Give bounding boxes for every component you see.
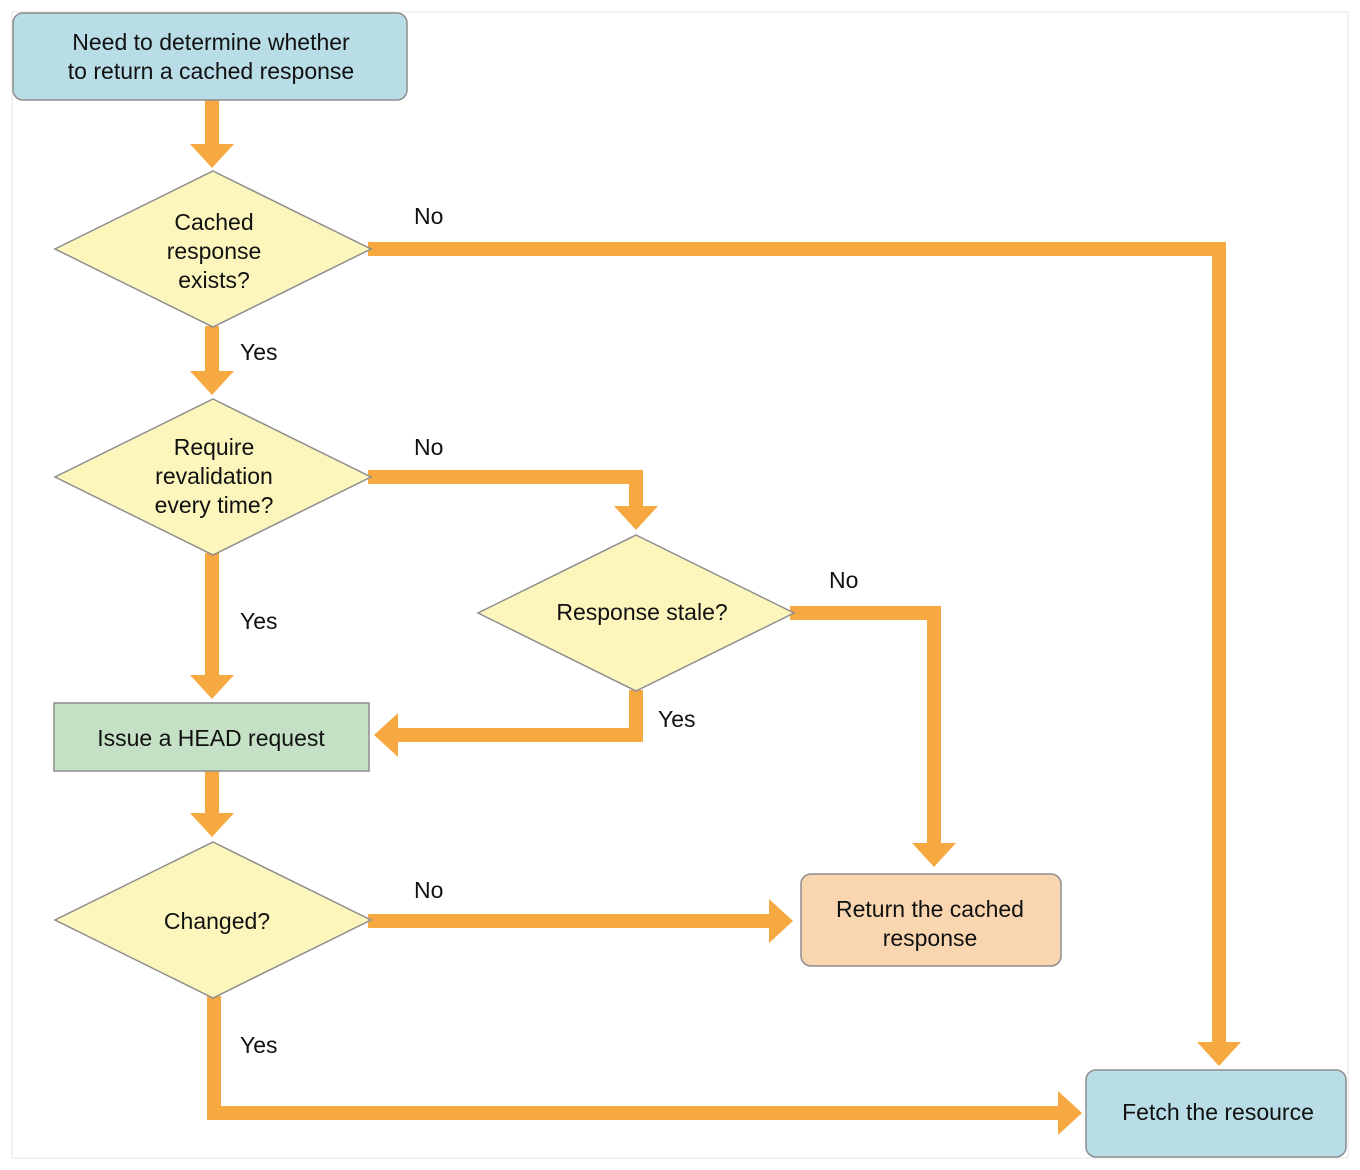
- node-start-line-1: Need to determine whether: [72, 29, 350, 55]
- arrow-changed-yes: [207, 996, 1082, 1135]
- label-changed-no: No: [414, 877, 443, 903]
- label-cached-exists-yes: Yes: [240, 339, 278, 365]
- diagram-border: [11, 11, 1349, 1159]
- label-stale-yes: Yes: [658, 706, 696, 732]
- arrow-cached-exists-no: [368, 242, 1241, 1066]
- arrow-cached-exists-yes: [190, 326, 234, 395]
- node-issue-head: Issue a HEAD request: [53, 702, 370, 772]
- arrow-stale-yes: [374, 690, 643, 757]
- arrow-revalidation-no: [368, 470, 658, 530]
- label-cached-exists-no: No: [414, 203, 443, 229]
- node-return-cached: Return the cached response: [800, 873, 1062, 967]
- node-return-cached-line-1: Return the cached: [836, 896, 1024, 922]
- connectors: [190, 100, 1241, 1135]
- arrow-head-to-changed: [190, 771, 234, 837]
- node-start-line-2: to return a cached response: [68, 58, 354, 84]
- decision-response-stale-label: Response stale?: [556, 599, 727, 625]
- decision-require-revalidation-line-3: every time?: [155, 492, 274, 518]
- node-fetch-resource-label: Fetch the resource: [1122, 1099, 1314, 1125]
- decision-cached-exists-line-1: Cached: [174, 209, 253, 235]
- decision-cached-exists-line-3: exists?: [178, 267, 250, 293]
- arrow-changed-no: [368, 899, 793, 943]
- label-changed-yes: Yes: [240, 1032, 278, 1058]
- label-revalidation-yes: Yes: [240, 608, 278, 634]
- decision-cached-exists: Cached response exists?: [53, 170, 373, 328]
- decision-require-revalidation-line-1: Require: [174, 434, 255, 460]
- decision-changed: Changed?: [53, 841, 373, 999]
- decision-require-revalidation-line-2: revalidation: [155, 463, 273, 489]
- decision-response-stale: Response stale?: [476, 534, 796, 692]
- node-start: Need to determine whether to return a ca…: [12, 12, 408, 101]
- node-fetch-resource: Fetch the resource: [1085, 1069, 1347, 1158]
- label-stale-no: No: [829, 567, 858, 593]
- arrow-stale-no: [790, 606, 956, 867]
- arrow-start-to-cached-exists: [190, 100, 234, 168]
- node-issue-head-label: Issue a HEAD request: [97, 725, 325, 751]
- label-revalidation-no: No: [414, 434, 443, 460]
- node-return-cached-line-2: response: [883, 925, 978, 951]
- arrow-revalidation-yes: [190, 553, 234, 699]
- decision-cached-exists-line-2: response: [167, 238, 262, 264]
- decision-require-revalidation: Require revalidation every time?: [53, 398, 373, 556]
- decision-changed-label: Changed?: [164, 908, 270, 934]
